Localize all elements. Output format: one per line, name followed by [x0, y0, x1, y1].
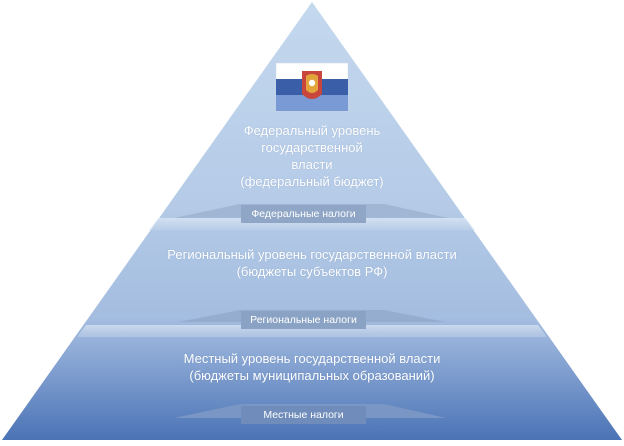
- local-level-line1: Местный уровень государственной власти: [183, 351, 441, 366]
- federal-separator-band: [149, 218, 475, 230]
- regional-level-line2: (бюджеты субъектов РФ): [236, 264, 388, 279]
- federal-tax-label: Федеральные налоги: [251, 208, 356, 220]
- federal-level-line4: (федеральный бюджет): [240, 174, 384, 189]
- pyramid-base-section: [2, 335, 622, 440]
- regional-level-line1: Региональный уровень государственной вла…: [167, 247, 457, 262]
- local-level-line2: (бюджеты муниципальных образований): [189, 368, 435, 383]
- regional-tax-label: Региональные налоги: [250, 314, 357, 326]
- federal-level-line2: государственной: [261, 140, 363, 155]
- regional-level-text: Региональный уровень государственной вла…: [112, 246, 512, 280]
- local-tax-label: Местные налоги: [263, 409, 344, 421]
- regional-separator-band: [77, 325, 547, 337]
- federal-level-line3: власти: [291, 157, 333, 172]
- federal-level-line1: Федеральный уровень: [243, 123, 381, 138]
- russian-coat-of-arms-flag-icon: [275, 62, 349, 112]
- federal-level-text: Федеральный уровень государственной влас…: [212, 122, 412, 190]
- federal-tax-box: [241, 205, 366, 223]
- local-level-text: Местный уровень государственной власти (…: [112, 350, 512, 384]
- local-tax-box: [241, 406, 366, 424]
- regional-tax-box: [241, 311, 366, 329]
